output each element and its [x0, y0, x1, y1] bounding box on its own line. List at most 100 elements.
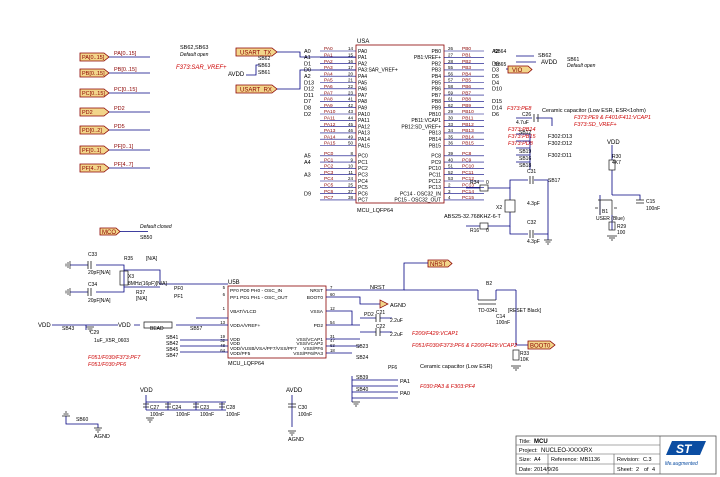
u5b-rnum-7: 18 [330, 348, 335, 353]
pin-name-r-6: PB6 [432, 87, 442, 93]
mcu-u5b: U5B MCU_LQFP64 PF0 PD0 PH0 - OSC_IN5PF1 … [220, 280, 335, 367]
pin-name-r-5: PB5 [432, 80, 442, 86]
pin-name-1: PA1 [358, 55, 367, 61]
of-value: 4 [652, 467, 655, 473]
pin-num-r-7: 59 [448, 90, 454, 95]
u5b-num-3: 13 [220, 320, 225, 325]
port-pd-0-2-[interactable]: PD[0..2]PD5 [79, 124, 150, 135]
pin-net-r-10: PB10 [462, 109, 474, 115]
pin-net-r-14: PB14 [462, 134, 474, 140]
nrst-flag-label: NRST [430, 262, 447, 268]
reference-value: MB1136 [580, 457, 600, 463]
st-logo: ST life.augmented [665, 441, 706, 467]
port-pa-0-15-[interactable]: PA[0..15]PA[0..15] [79, 51, 150, 62]
u5b-rnum-3: 54 [330, 320, 335, 325]
arduino-right-2: D6 [492, 61, 499, 67]
pin-net-13: PA13 [324, 128, 336, 134]
pin-name-12: PA12 [358, 124, 370, 130]
arduino-left-1: A1 [304, 55, 311, 61]
revision-value: C.3 [643, 457, 652, 463]
mco-flag[interactable]: MCO [99, 227, 121, 236]
u5b-rpin-5: VSS/VCAP2 [296, 341, 323, 347]
agnd-label-mid: AGND [390, 303, 406, 309]
arduino-right-3: D3 [492, 68, 499, 74]
pin-num-r-5: 57 [448, 78, 454, 83]
arduino-right-5: D4 [492, 80, 499, 86]
pa1-net: PA1 [400, 379, 410, 385]
u5b-pin-1: PF1 PD1 PH1 - OSC_OUT [230, 295, 288, 301]
pin-name-5: PA5 [358, 80, 367, 86]
agnd-bottom-label: AGND [94, 434, 110, 440]
u5b-rpin-2: VSSA [310, 309, 324, 315]
pin-name-r-23: PC15 - OSC32_OUT [394, 198, 441, 204]
sb62-right-ref: SB62 [538, 53, 551, 59]
pin-num-11: 44 [348, 116, 354, 121]
sb60-ref: SB60 [76, 417, 88, 423]
pin-net-r-8: PB8 [462, 97, 471, 103]
pin-name-10: PA10 [358, 112, 370, 118]
pin-num-r-3: 55 [448, 65, 454, 70]
revision-label: Revision: [617, 457, 640, 463]
port-pc-0-15-[interactable]: PC[0..15]PC[0..15] [79, 87, 150, 98]
boot0-port[interactable]: BOOT0 [527, 340, 556, 350]
pin-num-19: 11 [348, 170, 353, 175]
pin-net-r-6: PB6 [462, 84, 471, 90]
u5b-rpin-0: NRST [310, 288, 323, 294]
port-pf-0-1-[interactable]: PF[0..1]PF[0..1] [79, 144, 150, 155]
pin-num-r-20: 53 [448, 176, 454, 181]
u5b-pin-7: VDD/PF5 [230, 351, 251, 357]
of-label: of [644, 467, 649, 473]
pin-name-r-7: PB7 [432, 93, 442, 99]
c23-value: 100nF [200, 412, 214, 418]
pin-name-r-13: PB13 [429, 131, 441, 137]
pin-net-15: PA15 [324, 141, 336, 147]
size-value: A4 [534, 457, 541, 463]
pin-net-r-9: PB9 [462, 103, 471, 109]
sheet-value: 2 [636, 467, 639, 473]
note-f373-pd8: F373:PD8 [508, 141, 534, 147]
pin-name-r-18: PC10 [428, 166, 441, 172]
note-sb62-sb63: SB62,SB63 [180, 45, 208, 51]
note-f373-pe8: F373:PE8 [507, 106, 532, 112]
pin-num-4: 20 [348, 71, 354, 76]
vdd-mid-label: VDD [118, 323, 131, 329]
pin-net-11: PA11 [324, 116, 335, 122]
port-net-label: PC[0..15] [114, 87, 137, 93]
arduino-left-22: D9 [304, 191, 311, 197]
c29-value: 1uF_X5R_0603 [94, 338, 129, 344]
note-ceramic-low-esr: Ceramic capacitor (Low ESR) [420, 364, 493, 370]
pin-name-2: PA2 [358, 61, 367, 67]
pin-name-8: PA8 [358, 99, 367, 105]
pin-net-r-7: PB7 [462, 90, 471, 96]
pin-name-r-1: PB1:VREF+ [414, 55, 441, 61]
arduino-right-9: D14 [492, 106, 502, 112]
sb45-ref: SB45 [166, 347, 178, 353]
port-label: PD2 [82, 110, 93, 116]
b1-label: USER (Blue) [596, 216, 625, 222]
port-pf-4-7-[interactable]: PF[4..7]PF[4..7] [79, 162, 150, 173]
arduino-left-2: D1 [304, 61, 311, 67]
c30-ref: C30 [298, 405, 307, 411]
pin-net-5: PA5 [324, 78, 333, 84]
arduino-left-17: A4 [304, 160, 311, 166]
pin-name-23: PC7 [358, 198, 368, 204]
r29-value: 100 [617, 230, 626, 236]
u5b-num-0: 5 [223, 285, 226, 290]
r37-ref: R37 [136, 290, 145, 296]
port-pb-0-15-[interactable]: PB[0..15]PB[0..15] [79, 67, 150, 78]
r33-ref: R33 [520, 351, 529, 357]
nrst-flag[interactable]: NRST [427, 259, 453, 268]
pin-net-14: PA14 [324, 134, 336, 140]
pin-num-r-14: 35 [448, 134, 454, 139]
pin-net-r-20: PC12 [462, 176, 474, 182]
r33-value: 10K [520, 357, 530, 363]
vio-flag[interactable]: VIO [507, 65, 533, 74]
sb16-ref: SB16 [519, 156, 531, 162]
uart-tx-flag[interactable]: USART_TX [235, 47, 278, 57]
pin-net-21: PC5 [324, 183, 334, 189]
project-label: Project: [519, 448, 538, 454]
uart-rx-flag[interactable]: USART_RX [235, 84, 278, 94]
c33-ref: C33 [88, 252, 97, 258]
ground-symbols [65, 261, 360, 436]
